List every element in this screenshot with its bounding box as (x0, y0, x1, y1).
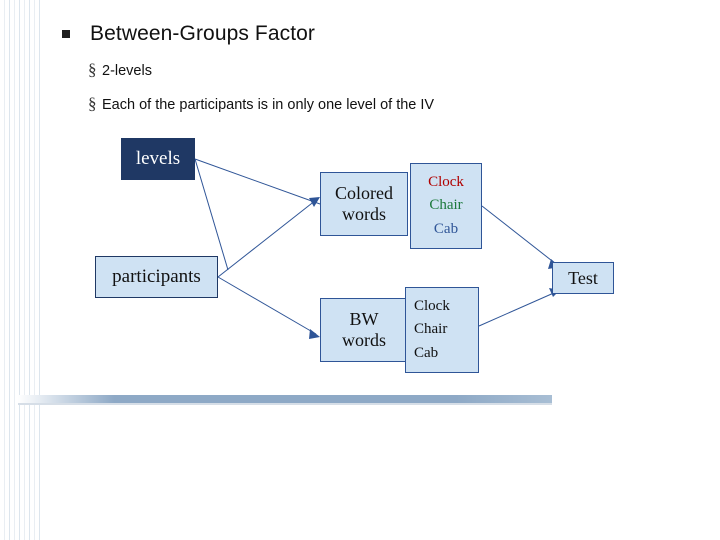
bullet-item: § Each of the participants is in only on… (88, 94, 434, 114)
node-colored-words[interactable]: Colored words (320, 172, 408, 236)
word-list-bw[interactable]: Clock Chair Cab (405, 287, 479, 373)
word-list-colored[interactable]: Clock Chair Cab (410, 163, 482, 249)
word-item-clock: Clock (414, 298, 450, 315)
square-bullet-icon (62, 30, 70, 38)
section-mark-icon: § (88, 94, 97, 113)
word-item-cab: Cab (414, 344, 439, 361)
word-item-cab: Cab (433, 220, 459, 237)
section-mark-icon: § (88, 60, 97, 79)
bullet-label: 2-levels (102, 63, 152, 79)
footer-divider (18, 395, 552, 403)
decorative-left-stripe-band (0, 0, 44, 540)
footer-divider-shadow (18, 403, 552, 405)
slide-title-row: Between-Groups Factor (62, 22, 315, 46)
page-title: Between-Groups Factor (90, 22, 316, 45)
node-participants[interactable]: participants (95, 256, 218, 298)
word-item-chair: Chair (429, 197, 463, 214)
bullet-item: § 2-levels (88, 60, 152, 80)
bullet-label: Each of the participants is in only one … (102, 97, 435, 113)
node-colored-words-line2: words (342, 204, 386, 224)
node-levels[interactable]: levels (121, 138, 195, 180)
node-colored-words-line1: Colored (335, 183, 393, 204)
node-bw-words-line1: BW (349, 309, 379, 330)
node-bw-words-line2: words (342, 330, 386, 350)
decorative-left-stripe-edge (40, 0, 44, 540)
word-item-chair: Chair (414, 321, 448, 338)
node-test[interactable]: Test (552, 262, 614, 294)
node-bw-words[interactable]: BW words (320, 298, 408, 362)
word-item-clock: Clock (428, 174, 464, 191)
